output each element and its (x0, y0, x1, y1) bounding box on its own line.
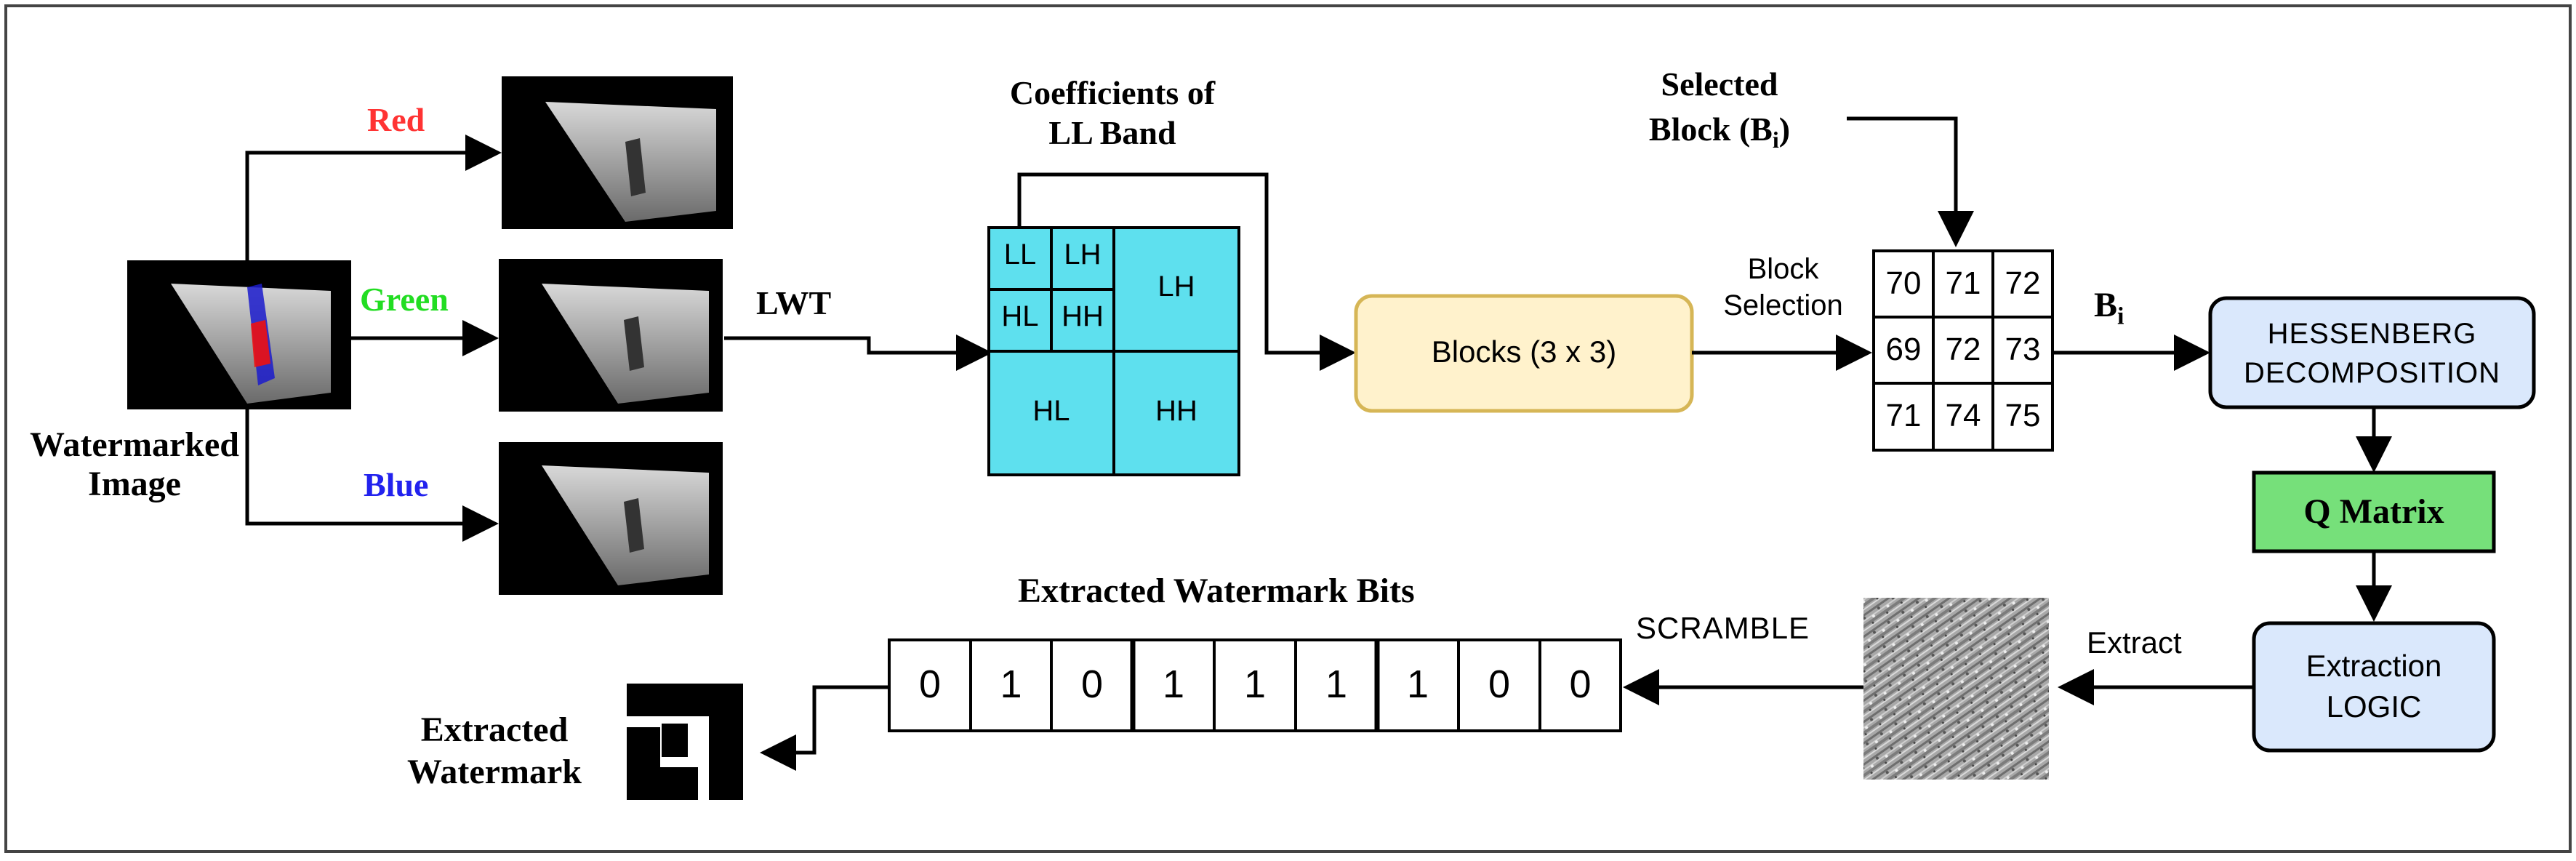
matrix-cell-2-0: 71 (1885, 398, 1922, 433)
bit-value: 0 (1488, 662, 1511, 706)
bi-label: Bi (2094, 285, 2124, 331)
blocks-box-label: Blocks (3 x 3) (1431, 335, 1617, 369)
watermarked-image (127, 260, 351, 409)
extracted-watermark-line1: Extracted (420, 710, 569, 749)
bit-value: 1 (1406, 662, 1429, 706)
matrix-cell-0-1: 71 (1945, 265, 1981, 301)
sub-hl-label: HL (1001, 300, 1039, 332)
hl-label: HL (1032, 395, 1070, 427)
lh-label: LH (1157, 271, 1195, 303)
bits-to-watermark-arrow (760, 685, 889, 771)
ll-to-blocks-arrow (1017, 172, 1356, 371)
ll-band-title: Coefficients of LL Band (967, 73, 1258, 153)
bit-value: 0 (1569, 662, 1592, 706)
matrix-cell-1-1: 72 (1945, 332, 1981, 367)
sub-hh-label: HH (1062, 300, 1104, 332)
matrix-cell-2-1: 74 (1945, 398, 1981, 433)
green-label: Green (360, 281, 449, 318)
selected-block-close: ) (1778, 111, 1791, 148)
bit-value: 1 (1162, 662, 1185, 706)
extracted-watermark-symbol (627, 684, 743, 800)
scrambled-image (1863, 598, 2049, 780)
extraction-line1: Extraction (2306, 649, 2442, 683)
bit-value: 1 (1000, 662, 1022, 706)
sub-ll-label: LL (1003, 239, 1037, 271)
selected-block-arrow (1847, 116, 1974, 247)
ll-band-title-line2: LL Band (1048, 114, 1176, 151)
matrix-cell-0-0: 70 (1885, 265, 1922, 301)
lwt-label: LWT (756, 284, 832, 321)
matrix-cell-1-0: 69 (1885, 332, 1922, 367)
watermarked-label-line1: Watermarked (30, 425, 239, 464)
watermarked-label-line2: Image (88, 465, 181, 503)
selected-block-sub: i (1772, 127, 1779, 153)
matrix-cell-2-2: 75 (2005, 398, 2041, 433)
scramble-label: SCRAMBLE (1636, 611, 1810, 645)
extracted-watermark-label: Extracted Watermark (378, 709, 611, 793)
block-selection-line1: Block (1747, 253, 1819, 285)
extraction-logic-label: Extraction LOGIC (2254, 646, 2494, 727)
hessenberg-line1: HESSENBERG (2267, 318, 2477, 350)
watermark-bits-row (888, 638, 1622, 732)
selected-block-line1: Selected (1661, 65, 1778, 103)
extract-label: Extract (2087, 625, 2182, 660)
red-channel-image (502, 76, 733, 229)
bi-label-sub: i (2117, 303, 2124, 330)
red-label: Red (367, 101, 425, 138)
blue-channel-image (499, 442, 723, 595)
hessenberg-label: HESSENBERG DECOMPOSITION (2210, 314, 2534, 393)
q-matrix-label: Q Matrix (2303, 492, 2444, 531)
channel-split-arrows (245, 135, 502, 542)
blue-label: Blue (364, 466, 429, 503)
green-channel-image (499, 259, 723, 412)
selected-block-text: Block (B (1648, 111, 1773, 148)
block-selection-label: Block Selection (1705, 251, 1861, 324)
lwt-arrow (724, 335, 992, 371)
sub-lh-label: LH (1064, 239, 1102, 271)
selected-block-line2: Block (Bi) (1600, 107, 1839, 162)
bi-label-text: B (2094, 286, 2118, 324)
matrix-cell-0-2: 72 (2005, 265, 2041, 301)
block-selection-line2: Selection (1723, 289, 1843, 321)
ll-band-title-line1: Coefficients of (1009, 74, 1216, 111)
watermarked-image-label: Watermarked Image (29, 425, 240, 504)
selected-block-matrix (1872, 249, 2054, 452)
extracted-watermark-line2: Watermark (407, 753, 582, 791)
ll-band-grid (987, 226, 1240, 476)
matrix-cell-1-2: 73 (2005, 332, 2041, 367)
extraction-line2: LOGIC (2326, 689, 2422, 724)
bit-value: 1 (1325, 662, 1348, 706)
q-matrix-box (2252, 470, 2496, 553)
selected-block-label: Selected Block (Bi) (1600, 62, 1839, 162)
hh-label: HH (1155, 395, 1197, 427)
bit-value: 0 (1080, 662, 1104, 706)
bits-title: Extracted Watermark Bits (1018, 572, 1415, 610)
hessenberg-line2: DECOMPOSITION (2243, 357, 2501, 389)
bit-value: 0 (918, 662, 942, 706)
bit-value: 1 (1243, 662, 1267, 706)
